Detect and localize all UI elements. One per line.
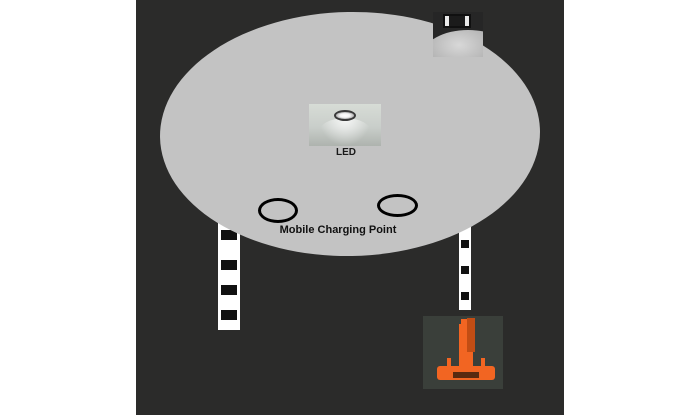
table-leg-right xyxy=(459,222,471,310)
charging-port-icon xyxy=(258,198,298,223)
charging-point-label: Mobile Charging Point xyxy=(279,224,397,236)
charging-port-icon xyxy=(377,194,418,217)
led-label: LED xyxy=(336,147,356,158)
table-leg-left xyxy=(218,210,240,330)
speaker-icon xyxy=(433,12,483,57)
led-light-icon xyxy=(309,104,381,146)
orange-stand-icon xyxy=(423,316,503,389)
